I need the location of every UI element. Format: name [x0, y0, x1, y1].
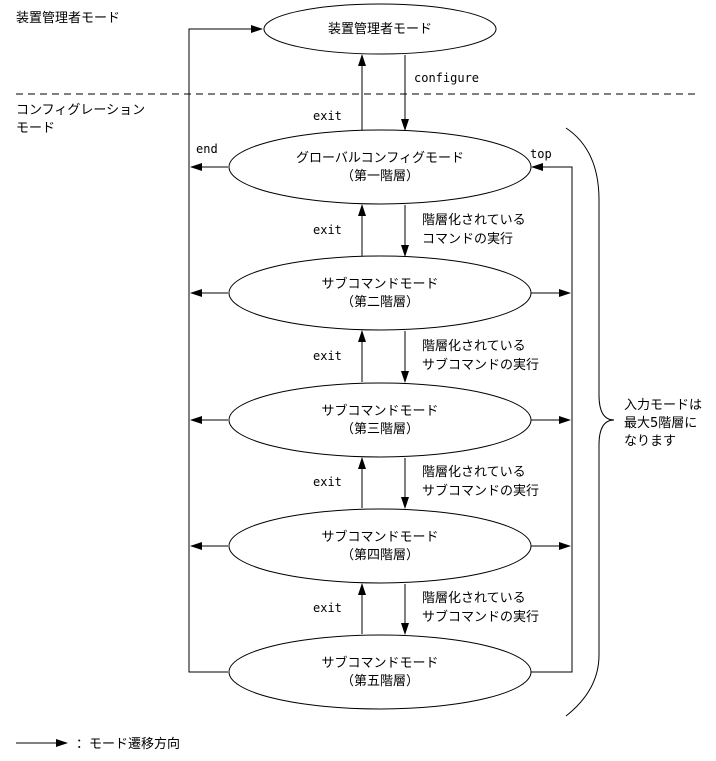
- subcommand-mode-level3-node: [228, 382, 532, 458]
- brace-note-line1: 入力モードは: [624, 398, 702, 413]
- subcommand-mode-level3-label: サブコマンドモード: [321, 403, 438, 419]
- transition-label-4-line1: 階層化されている: [422, 591, 526, 606]
- return-to-admin-arrow: [188, 25, 263, 673]
- transition-label-3-line2: サブコマンドの実行: [422, 483, 539, 499]
- brace-note-line2: 最大5階層に: [624, 416, 697, 431]
- subcommand-mode-level4-label: サブコマンドモード: [321, 529, 438, 545]
- top-return-arrow: [531, 163, 573, 673]
- config-mode-region-label-line2: モード: [16, 121, 55, 136]
- subcommand-mode-level5-level-label: （第五階層）: [341, 674, 419, 689]
- transition-label-2-line2: サブコマンドの実行: [422, 357, 539, 373]
- top-command-label: top: [530, 147, 552, 161]
- exit-command-label-5: exit: [313, 601, 342, 615]
- admin-mode-region-label: 装置管理者モード: [16, 11, 120, 26]
- subcommand-mode-level5-label: サブコマンドモード: [321, 655, 438, 671]
- levels-brace: [565, 127, 615, 717]
- brace-note-line3: なります: [624, 434, 676, 449]
- subcommand-mode-level2-label: サブコマンドモード: [321, 276, 438, 292]
- subcommand-mode-level2-level-label: （第二階層）: [341, 295, 419, 310]
- subcommand-mode-level2-node: [228, 255, 532, 331]
- subcommand-mode-level4-level-label: （第四階層）: [341, 548, 419, 563]
- transition-label-1-line1: 階層化されている: [422, 213, 526, 228]
- admin-mode-node-label: 装置管理者モード: [328, 22, 432, 37]
- global-config-mode-level-label: （第一階層）: [341, 169, 419, 184]
- transition-label-3-line1: 階層化されている: [422, 465, 526, 480]
- subcommand-mode-level3-level-label: （第三階層）: [341, 422, 419, 437]
- legend-label: ：モード遷移方向: [76, 736, 180, 752]
- configure-command-label: configure: [414, 71, 479, 85]
- exit-command-label-1: exit: [313, 109, 342, 123]
- admin-mode-node: [263, 3, 497, 55]
- exit-command-label-4: exit: [313, 475, 342, 489]
- global-config-mode-label: グローバルコンフィグモード: [296, 151, 464, 166]
- exit-command-label-2: exit: [313, 223, 342, 237]
- exit-command-label-3: exit: [313, 349, 342, 363]
- config-mode-region-label-line1: コンフィグレーション: [16, 103, 145, 118]
- end-command-label: end: [196, 142, 218, 156]
- transition-label-2-line1: 階層化されている: [422, 339, 526, 354]
- subcommand-mode-level4-node: [228, 508, 532, 584]
- transition-label-1-line2: コマンドの実行: [422, 231, 513, 247]
- subcommand-mode-level5-node: [228, 634, 532, 710]
- transition-label-4-line2: サブコマンドの実行: [422, 609, 539, 625]
- global-config-mode-node: [228, 129, 532, 205]
